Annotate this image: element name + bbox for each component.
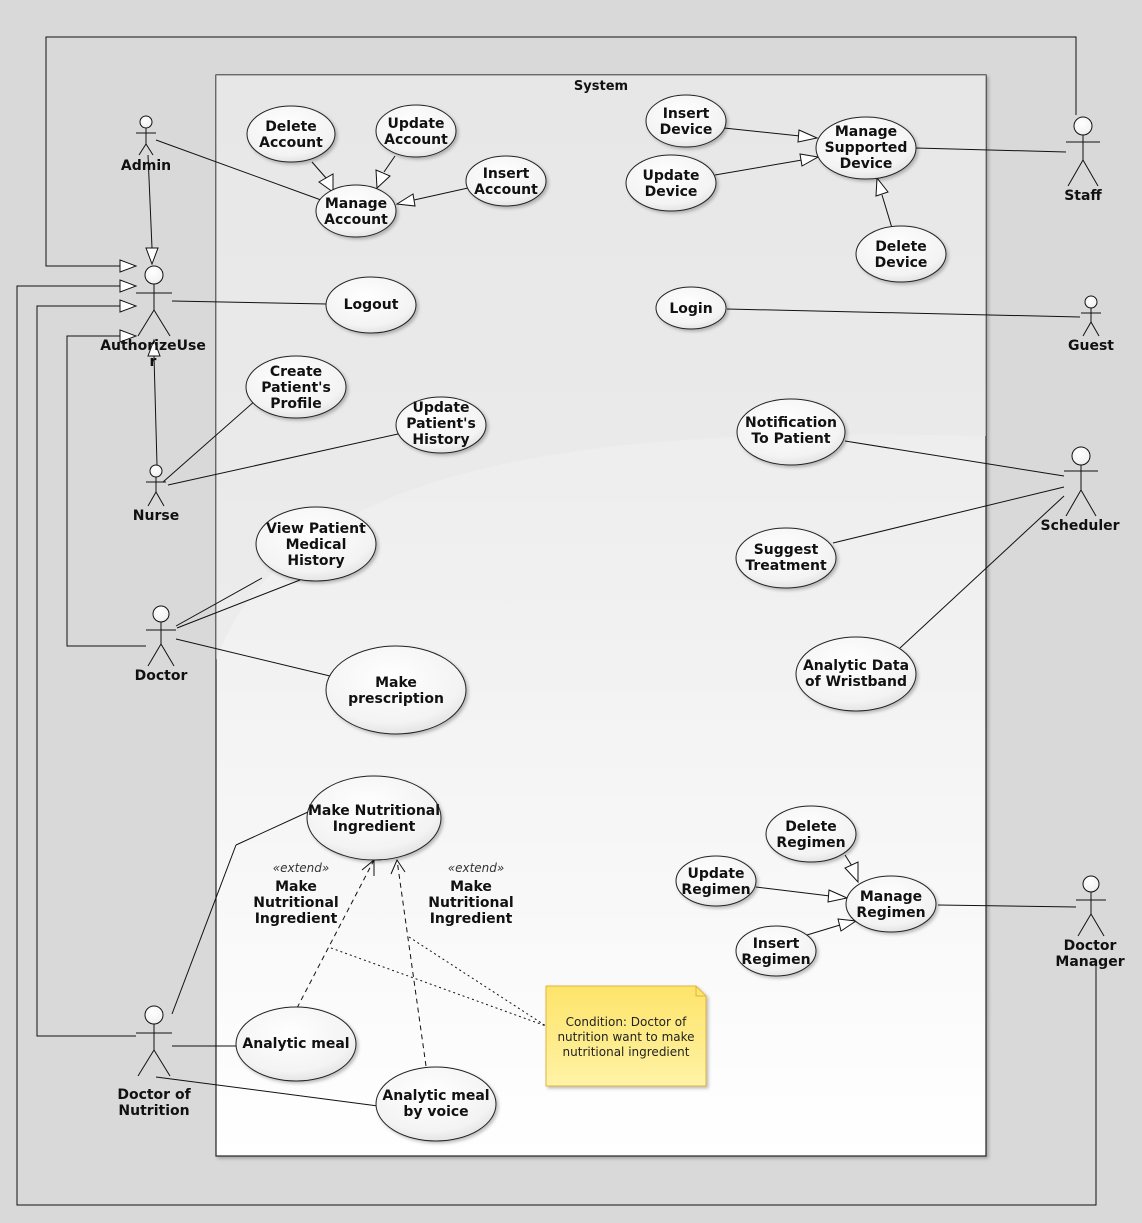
actor-nurse[interactable]: Nurse [133, 464, 179, 524]
actor-label: Guest [1068, 338, 1114, 354]
actor-doctor[interactable]: Doctor [135, 605, 188, 684]
actor-label: Admin [121, 158, 171, 174]
actor-staff[interactable]: Staff [1064, 116, 1102, 204]
svg-text:Analytic meal: Analytic meal [242, 1036, 349, 1052]
actor-admin[interactable]: Admin [121, 115, 171, 174]
generalization-lines [16, 36, 1097, 1206]
actor-label: Staff [1064, 188, 1102, 204]
actor-label: Scheduler [1040, 518, 1119, 534]
extend-stereotype: «extend» [448, 861, 505, 875]
svg-text:Login: Login [669, 301, 712, 317]
extend-stereotype: «extend» [273, 861, 330, 875]
actor-label: Doctor [135, 668, 188, 684]
actor-label: Nurse [133, 508, 179, 524]
actor-guest[interactable]: Guest [1068, 295, 1114, 354]
usecase-generalizations [311, 127, 893, 936]
usecase-analytic-meal[interactable]: Analytic meal [235, 1006, 357, 1082]
system-title: System [574, 79, 628, 94]
usecase-login[interactable]: Login [655, 286, 727, 330]
association-lines [155, 139, 1081, 1107]
actor-scheduler[interactable]: Scheduler [1040, 446, 1120, 534]
svg-text:Logout: Logout [344, 297, 399, 313]
usecase-logout[interactable]: Logout [325, 276, 417, 334]
